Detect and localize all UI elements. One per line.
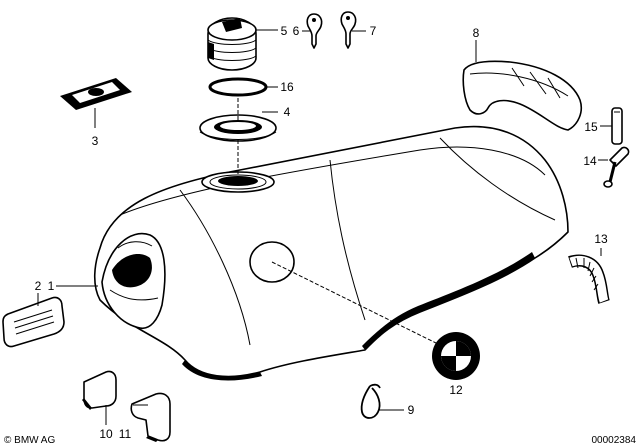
callout-2: 2: [35, 279, 42, 293]
spring-clip[interactable]: [360, 383, 381, 419]
callout-6: 6: [293, 24, 300, 38]
callout-8: 8: [473, 26, 480, 40]
callout-4: 4: [284, 105, 291, 119]
cover-piece[interactable]: [130, 392, 171, 442]
key-7[interactable]: [340, 11, 357, 49]
drawing-number: 00002384: [592, 435, 637, 446]
leader-lines: [37, 29, 612, 425]
callout-5: 5: [281, 24, 288, 38]
screw[interactable]: [603, 146, 630, 188]
bmw-emblem[interactable]: [432, 332, 480, 380]
callout-labels: 1 2 3 4 5 6 7 8 9 10 11 12 13 14 15 16: [35, 24, 608, 441]
cap-piece[interactable]: [82, 370, 117, 410]
callout-3: 3: [92, 134, 99, 148]
callout-12: 12: [449, 383, 463, 397]
callout-15: 15: [584, 120, 598, 134]
hose[interactable]: [568, 254, 610, 304]
filler-cap[interactable]: [207, 17, 257, 71]
callout-13: 13: [594, 232, 608, 246]
fuel-tank[interactable]: [93, 125, 569, 381]
callout-11: 11: [119, 427, 132, 441]
trim-rod[interactable]: [611, 107, 623, 145]
callout-10: 10: [99, 427, 113, 441]
knee-pad[interactable]: [462, 60, 583, 131]
callout-1: 1: [48, 279, 55, 293]
plate[interactable]: [60, 78, 132, 110]
callout-7: 7: [370, 24, 377, 38]
rubber-pad[interactable]: [2, 296, 65, 348]
copyright-text: © BMW AG: [4, 435, 55, 446]
key-6[interactable]: [306, 13, 323, 49]
callout-16: 16: [280, 80, 294, 94]
callout-9: 9: [408, 403, 415, 417]
callout-14: 14: [583, 154, 597, 168]
o-ring[interactable]: [208, 77, 268, 97]
